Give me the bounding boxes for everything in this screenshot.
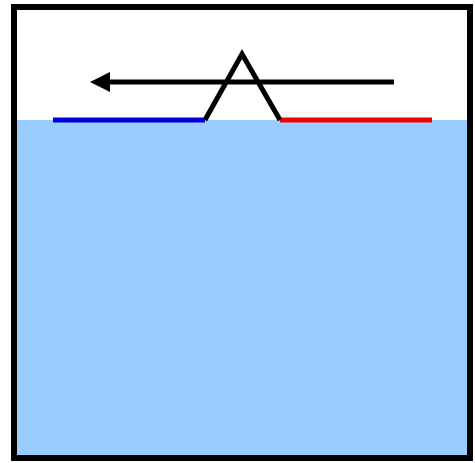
water-body (14, 120, 470, 458)
arrow-head-icon (90, 72, 110, 92)
hinge-peak (202, 48, 283, 122)
container-box (11, 4, 473, 461)
